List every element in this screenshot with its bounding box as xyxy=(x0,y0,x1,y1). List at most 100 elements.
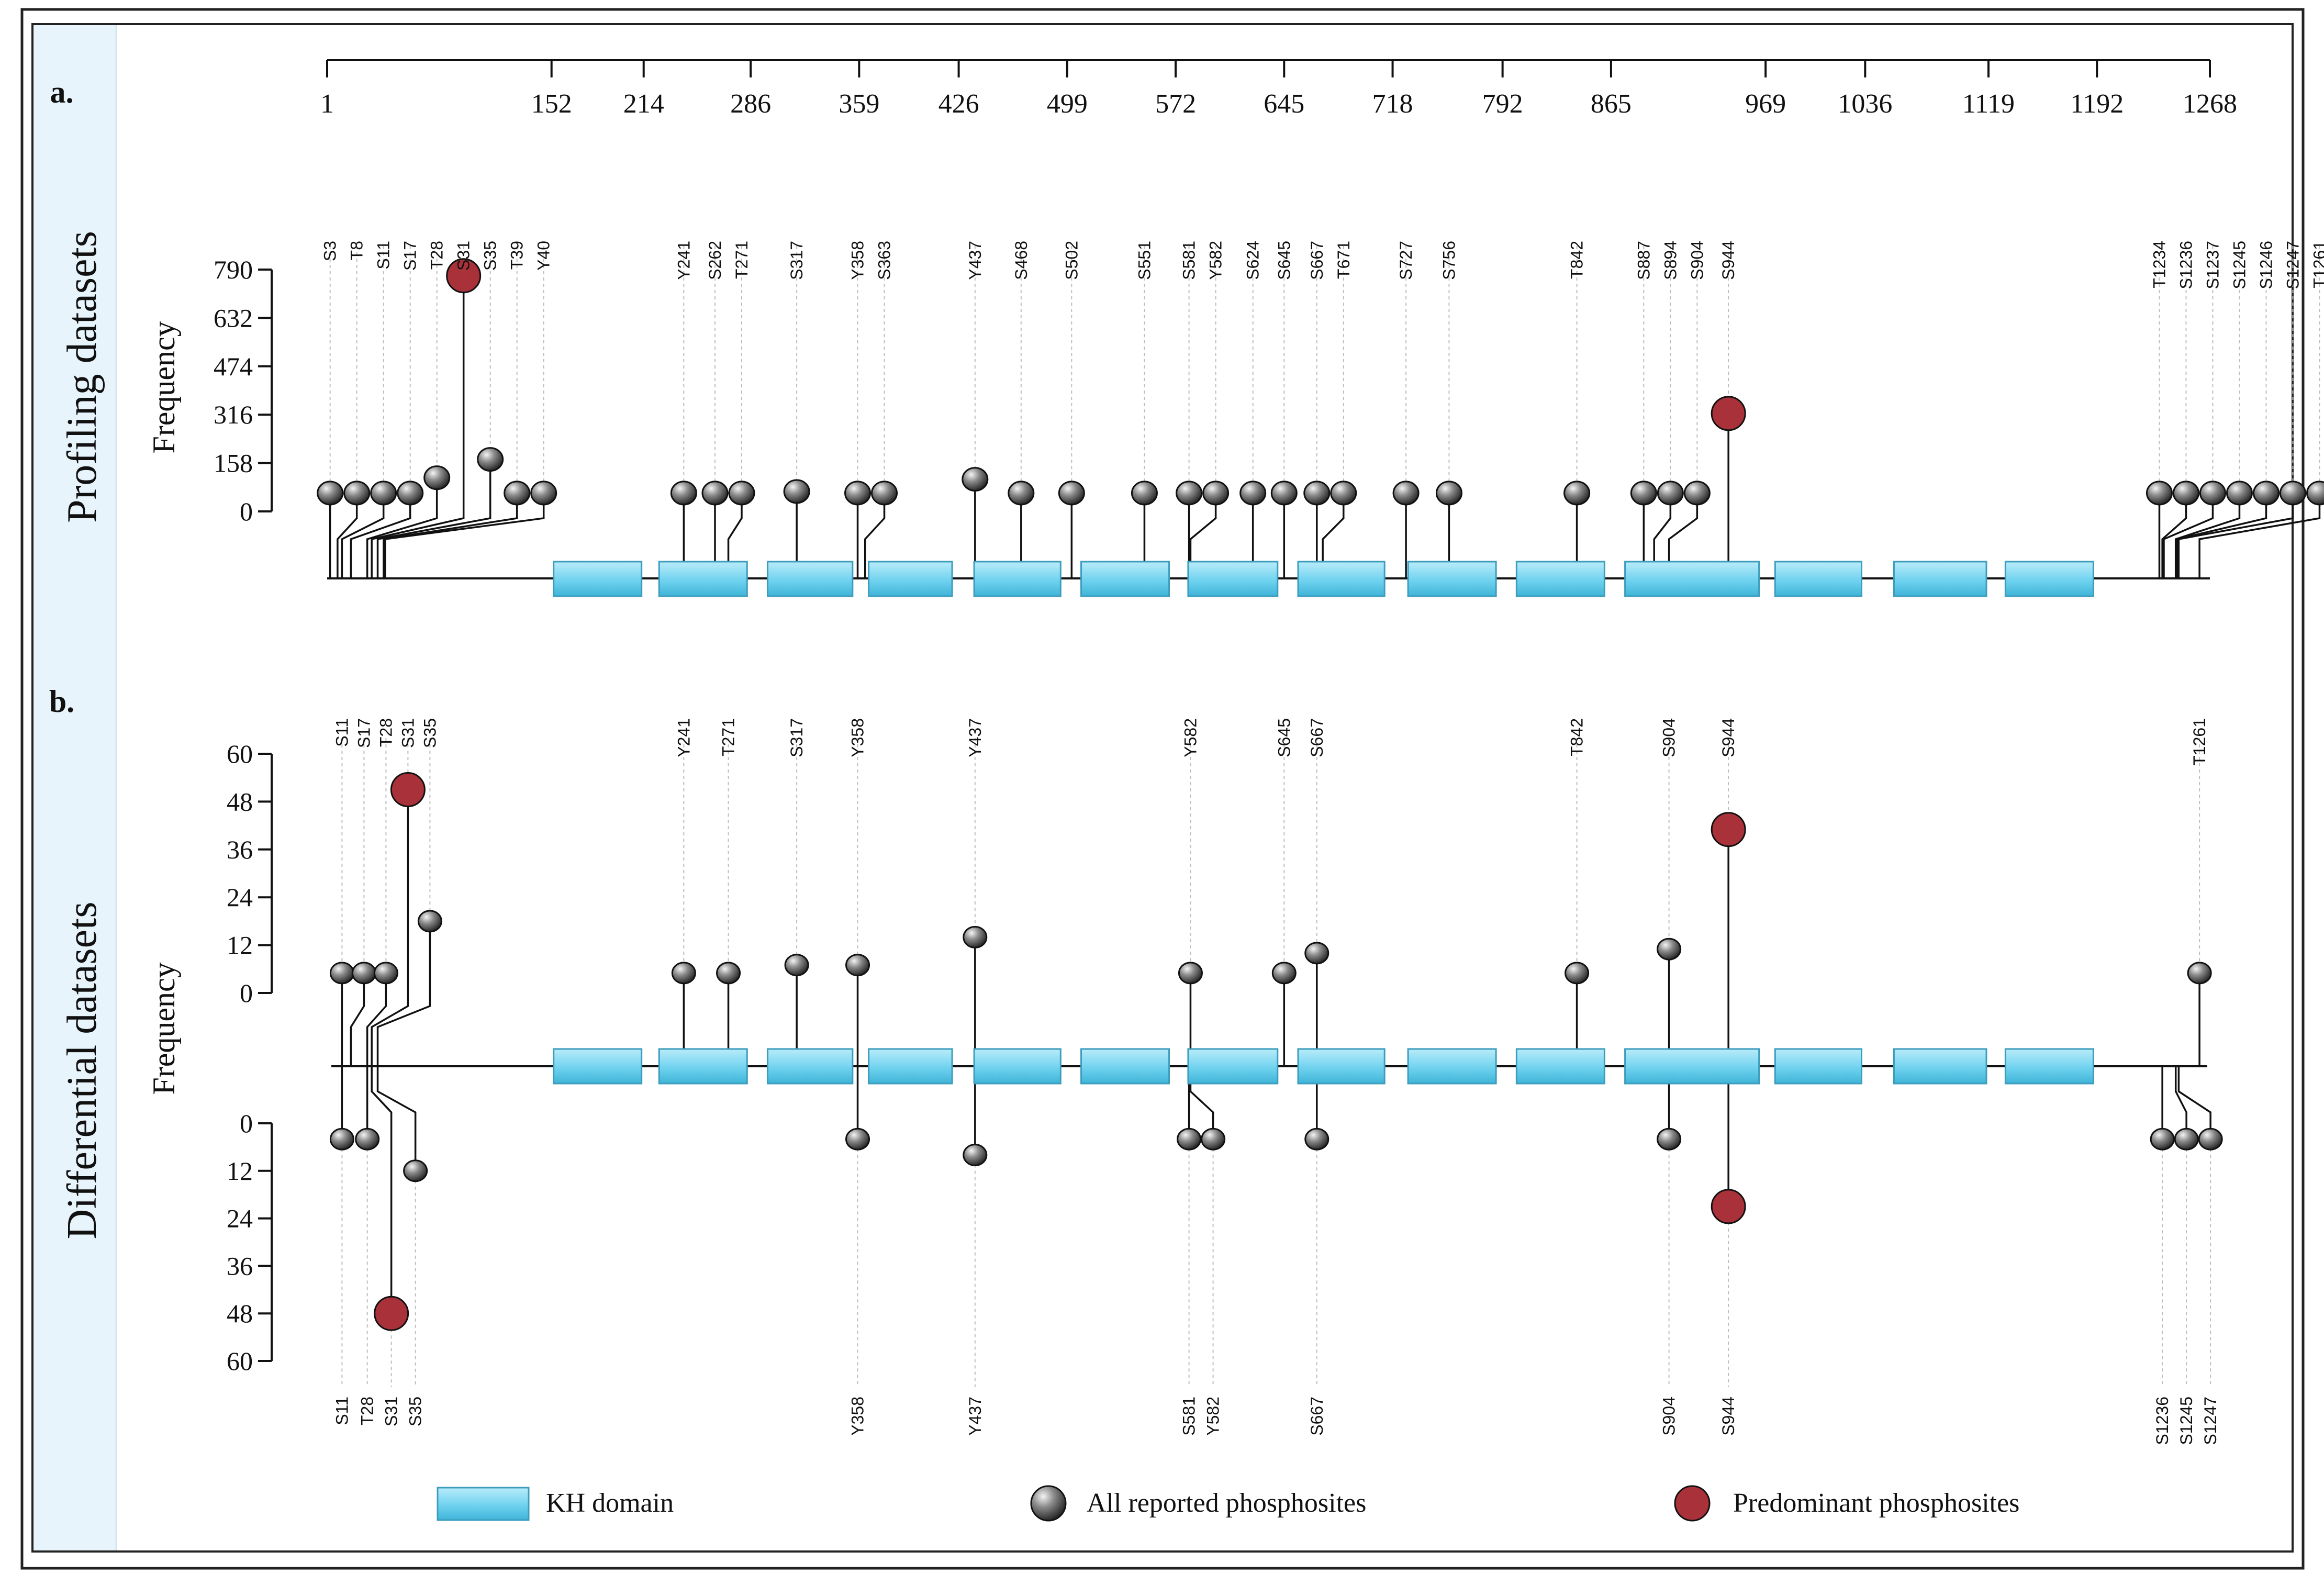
site-label: S3 xyxy=(321,241,340,261)
kh-domain xyxy=(1407,561,1497,597)
kh-domain xyxy=(1774,561,1863,597)
outer-frame xyxy=(20,8,2305,1570)
site-label: S1245 xyxy=(2177,1397,2196,1445)
site-label: S31 xyxy=(382,1397,401,1426)
stem xyxy=(371,275,465,578)
site-label: Y358 xyxy=(848,241,867,280)
kh-domain xyxy=(2004,561,2094,597)
ruler-tick-label: 645 xyxy=(1264,89,1304,119)
y-tick-label: 36 xyxy=(227,835,253,864)
reported-site-marker xyxy=(963,1144,988,1167)
reported-site-marker xyxy=(329,1128,354,1151)
site-label: Y437 xyxy=(966,1397,985,1436)
stem xyxy=(350,973,365,1066)
stem xyxy=(864,493,886,578)
site-label: T671 xyxy=(1334,241,1353,279)
reported-site-marker xyxy=(728,481,755,506)
legend-kh-swatch xyxy=(437,1487,530,1521)
y-tick-label: 60 xyxy=(227,1346,253,1376)
stem xyxy=(383,493,518,578)
reported-site-marker xyxy=(845,954,870,977)
site-label: T28 xyxy=(376,718,395,747)
kh-domain xyxy=(1080,1048,1170,1085)
ruler-tick-label: 286 xyxy=(730,89,771,119)
stem xyxy=(337,493,358,578)
site-label: Y582 xyxy=(1181,718,1200,757)
site-label: S317 xyxy=(787,241,806,280)
site-label: T8 xyxy=(348,241,366,260)
site-label: T1234 xyxy=(2150,241,2169,288)
site-label: S262 xyxy=(706,241,724,280)
differential-side-label: Differential datasets xyxy=(59,902,105,1240)
kh-domain xyxy=(973,1048,1062,1085)
site-label: T271 xyxy=(732,241,751,279)
reported-site-marker xyxy=(1392,481,1420,506)
y-tick-label: 0 xyxy=(240,978,253,1008)
predominant-site-marker xyxy=(1711,812,1746,847)
reported-site-marker xyxy=(1683,481,1711,506)
ruler-tick-label: 718 xyxy=(1372,89,1413,119)
site-label: T842 xyxy=(1568,241,1586,279)
reported-site-marker xyxy=(1202,481,1230,506)
site-label: S1236 xyxy=(2153,1397,2172,1445)
stem xyxy=(1189,493,1217,578)
site-label: S11 xyxy=(374,241,393,270)
site-label: S904 xyxy=(1660,1397,1679,1436)
y-tick-label: 48 xyxy=(227,787,253,816)
reported-site-marker xyxy=(1304,1128,1329,1151)
site-label: S727 xyxy=(1396,241,1415,280)
site-label: S904 xyxy=(1660,718,1679,757)
ruler-tick-label: 572 xyxy=(1155,89,1196,119)
reported-site-marker xyxy=(370,481,397,506)
reported-site-marker xyxy=(329,962,354,985)
site-label: S667 xyxy=(1308,1397,1326,1436)
kh-domain xyxy=(658,561,748,597)
kh-domain xyxy=(553,561,643,597)
site-label: T28 xyxy=(428,241,446,270)
kh-domain xyxy=(553,1048,643,1085)
site-label: S1245 xyxy=(2230,241,2249,289)
reported-site-marker xyxy=(1657,937,1682,961)
y-tick-label: 36 xyxy=(227,1251,253,1280)
kh-domain xyxy=(658,1048,748,1085)
site-label: S35 xyxy=(406,1397,425,1426)
legend-reported-marker xyxy=(1030,1485,1067,1522)
reported-site-marker xyxy=(1131,481,1158,506)
site-label: S944 xyxy=(1719,1397,1738,1436)
kh-domain xyxy=(1297,561,1386,597)
site-label: S17 xyxy=(401,241,420,271)
reported-site-marker xyxy=(2252,481,2280,506)
panel-a-label: a. xyxy=(50,75,74,109)
reported-site-marker xyxy=(962,467,989,492)
predominant-site-marker xyxy=(1711,396,1746,431)
site-label: S11 xyxy=(332,718,351,747)
ruler-tick-label: 1036 xyxy=(1838,89,1892,119)
site-label: Y437 xyxy=(966,718,985,757)
reported-site-marker xyxy=(963,925,988,948)
stem xyxy=(376,921,431,1066)
site-label: T1261 xyxy=(2310,241,2324,288)
reported-site-marker xyxy=(1330,481,1357,506)
reported-site-marker xyxy=(2279,481,2306,506)
site-label: S904 xyxy=(1688,241,1706,280)
predominant-site-marker xyxy=(1711,1189,1746,1224)
site-label: T28 xyxy=(358,1397,377,1425)
kh-domain xyxy=(1774,1048,1863,1085)
kh-domains-a xyxy=(553,561,2094,597)
reported-site-marker xyxy=(1178,962,1203,985)
stem xyxy=(2177,493,2294,578)
stem xyxy=(2174,1066,2187,1140)
kh-domain xyxy=(2004,1048,2094,1085)
stem xyxy=(727,493,743,578)
site-label: S17 xyxy=(354,718,373,748)
stem xyxy=(2163,493,2214,578)
ruler-tick-label: 359 xyxy=(839,89,879,119)
reported-site-marker xyxy=(355,1128,380,1151)
reported-site-marker xyxy=(2226,481,2253,506)
site-label: Y437 xyxy=(966,241,985,280)
ruler-tick-label: 426 xyxy=(938,89,979,119)
reported-site-marker xyxy=(701,481,729,506)
